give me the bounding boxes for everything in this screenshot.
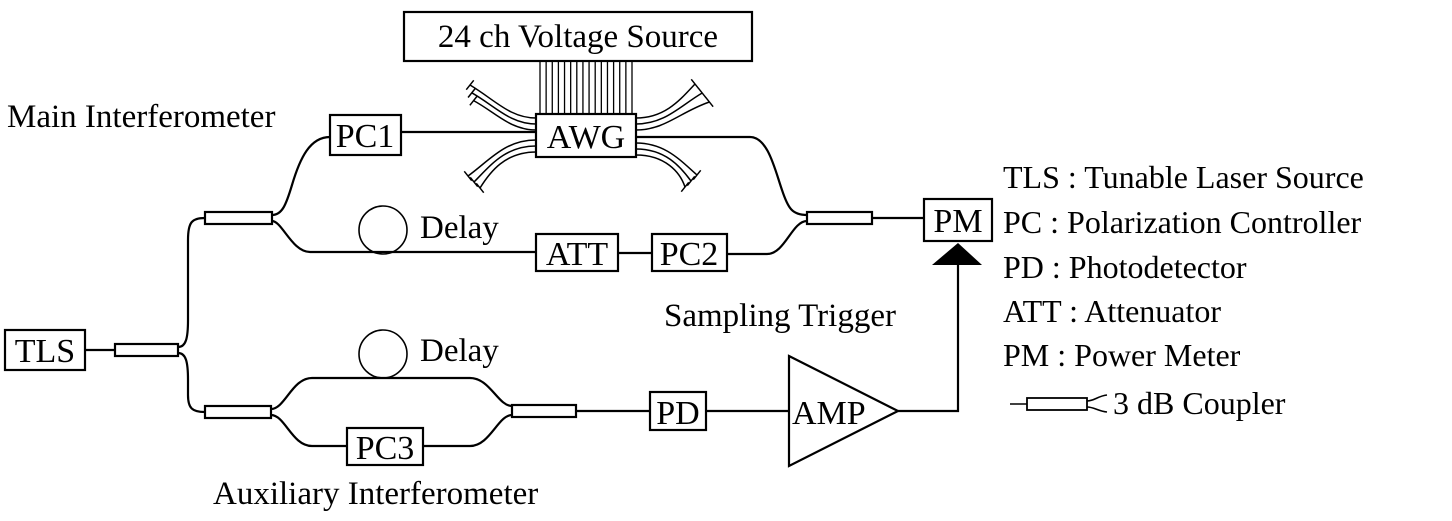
awg-arm-terminal — [463, 170, 473, 182]
awg-arm — [469, 84, 537, 119]
pm-label: PM — [933, 203, 982, 240]
awg-waveguide-arms — [463, 78, 714, 194]
coupler-aux-combine — [510, 403, 578, 419]
awg-arm — [471, 92, 537, 125]
fiber-pc2-out — [727, 219, 808, 256]
awg-arm-terminal — [692, 169, 702, 181]
att: ATT — [534, 232, 620, 273]
att-label: ATT — [546, 236, 609, 273]
trigger-arrow-icon — [932, 243, 982, 265]
awg-arm-terminal — [465, 79, 475, 91]
awg-arm — [635, 148, 692, 182]
awg-arm — [473, 145, 537, 183]
awg-arm-terminal — [690, 78, 700, 90]
trigger-line — [898, 263, 960, 413]
legend-item-att: ATT : Attenuator — [1003, 293, 1221, 329]
voltage-wires — [539, 61, 633, 114]
fiber-to-main — [177, 216, 206, 349]
delay-main-label: Delay — [420, 210, 499, 246]
amp: AMP — [787, 354, 901, 468]
awg-arm — [467, 139, 537, 177]
fiber-aux-lower-a — [270, 413, 347, 448]
pc3-label: PC3 — [356, 430, 415, 467]
pm: PM — [922, 197, 994, 243]
awg-arm-terminal — [469, 176, 479, 188]
coupler-input — [113, 342, 180, 358]
coupler-main-combine — [805, 210, 874, 226]
legend-item-pc: PC : Polarization Controller — [1003, 204, 1362, 240]
legend-item-pm: PM : Power Meter — [1003, 337, 1241, 373]
coupler-aux-split — [203, 404, 273, 420]
fiber-main-lower — [271, 219, 536, 254]
awg-arm-terminal — [686, 175, 696, 187]
pc1-label: PC1 — [336, 118, 395, 155]
coupler-main-split — [203, 210, 274, 226]
fiber-main-upper — [271, 135, 331, 217]
awg-arm-terminal — [469, 95, 478, 106]
awg-arm — [635, 83, 696, 119]
fiber-to-aux — [177, 351, 206, 414]
awg-arm-terminal — [680, 181, 690, 193]
awg-arm — [635, 154, 686, 188]
awg-arm — [479, 151, 537, 189]
tls-label: TLS — [15, 333, 75, 370]
delay-loop-aux-icon — [358, 329, 408, 379]
fiber-aux-lower-b — [424, 413, 513, 448]
legend-item-pd: PD : Photodetector — [1003, 249, 1247, 285]
legend-item-coupler: 3 dB Coupler — [1113, 385, 1286, 421]
awg: AWG — [534, 112, 638, 159]
fiber-aux-upper — [270, 376, 513, 411]
delay-aux-label: Delay — [420, 333, 499, 369]
awg-label: AWG — [547, 119, 625, 156]
main-interferometer-label: Main Interferometer — [7, 99, 275, 135]
legend-item-tls: TLS : Tunable Laser Source — [1003, 159, 1364, 195]
awg-arm — [473, 99, 537, 131]
awg-arm — [635, 142, 698, 176]
pc2: PC2 — [650, 232, 729, 273]
sampling-trigger-label: Sampling Trigger — [664, 298, 896, 334]
awg-arm — [635, 92, 703, 125]
pd: PD — [648, 390, 708, 432]
fiber-awg-out — [636, 135, 808, 217]
coupler-icon — [1010, 394, 1108, 413]
voltage-source-label: 24 ch Voltage Source — [438, 19, 718, 55]
awg-arm — [635, 101, 710, 131]
tls: TLS — [3, 328, 87, 372]
pc1: PC1 — [328, 113, 403, 157]
pd-label: PD — [656, 395, 699, 432]
awg-arm-terminal — [705, 96, 714, 108]
pc3: PC3 — [345, 426, 425, 467]
awg-arm-terminal — [467, 87, 477, 98]
auxiliary-interferometer-label: Auxiliary Interferometer — [213, 476, 538, 512]
pc2-label: PC2 — [660, 236, 719, 273]
amp-label: AMP — [792, 395, 866, 432]
voltage-source: 24 ch Voltage Source — [402, 10, 754, 63]
awg-arm-terminal — [697, 87, 707, 99]
awg-arm-terminal — [475, 182, 485, 194]
delay-loop-main-icon — [358, 205, 408, 255]
legend: TLS : Tunable Laser Source PC : Polariza… — [1003, 159, 1364, 421]
